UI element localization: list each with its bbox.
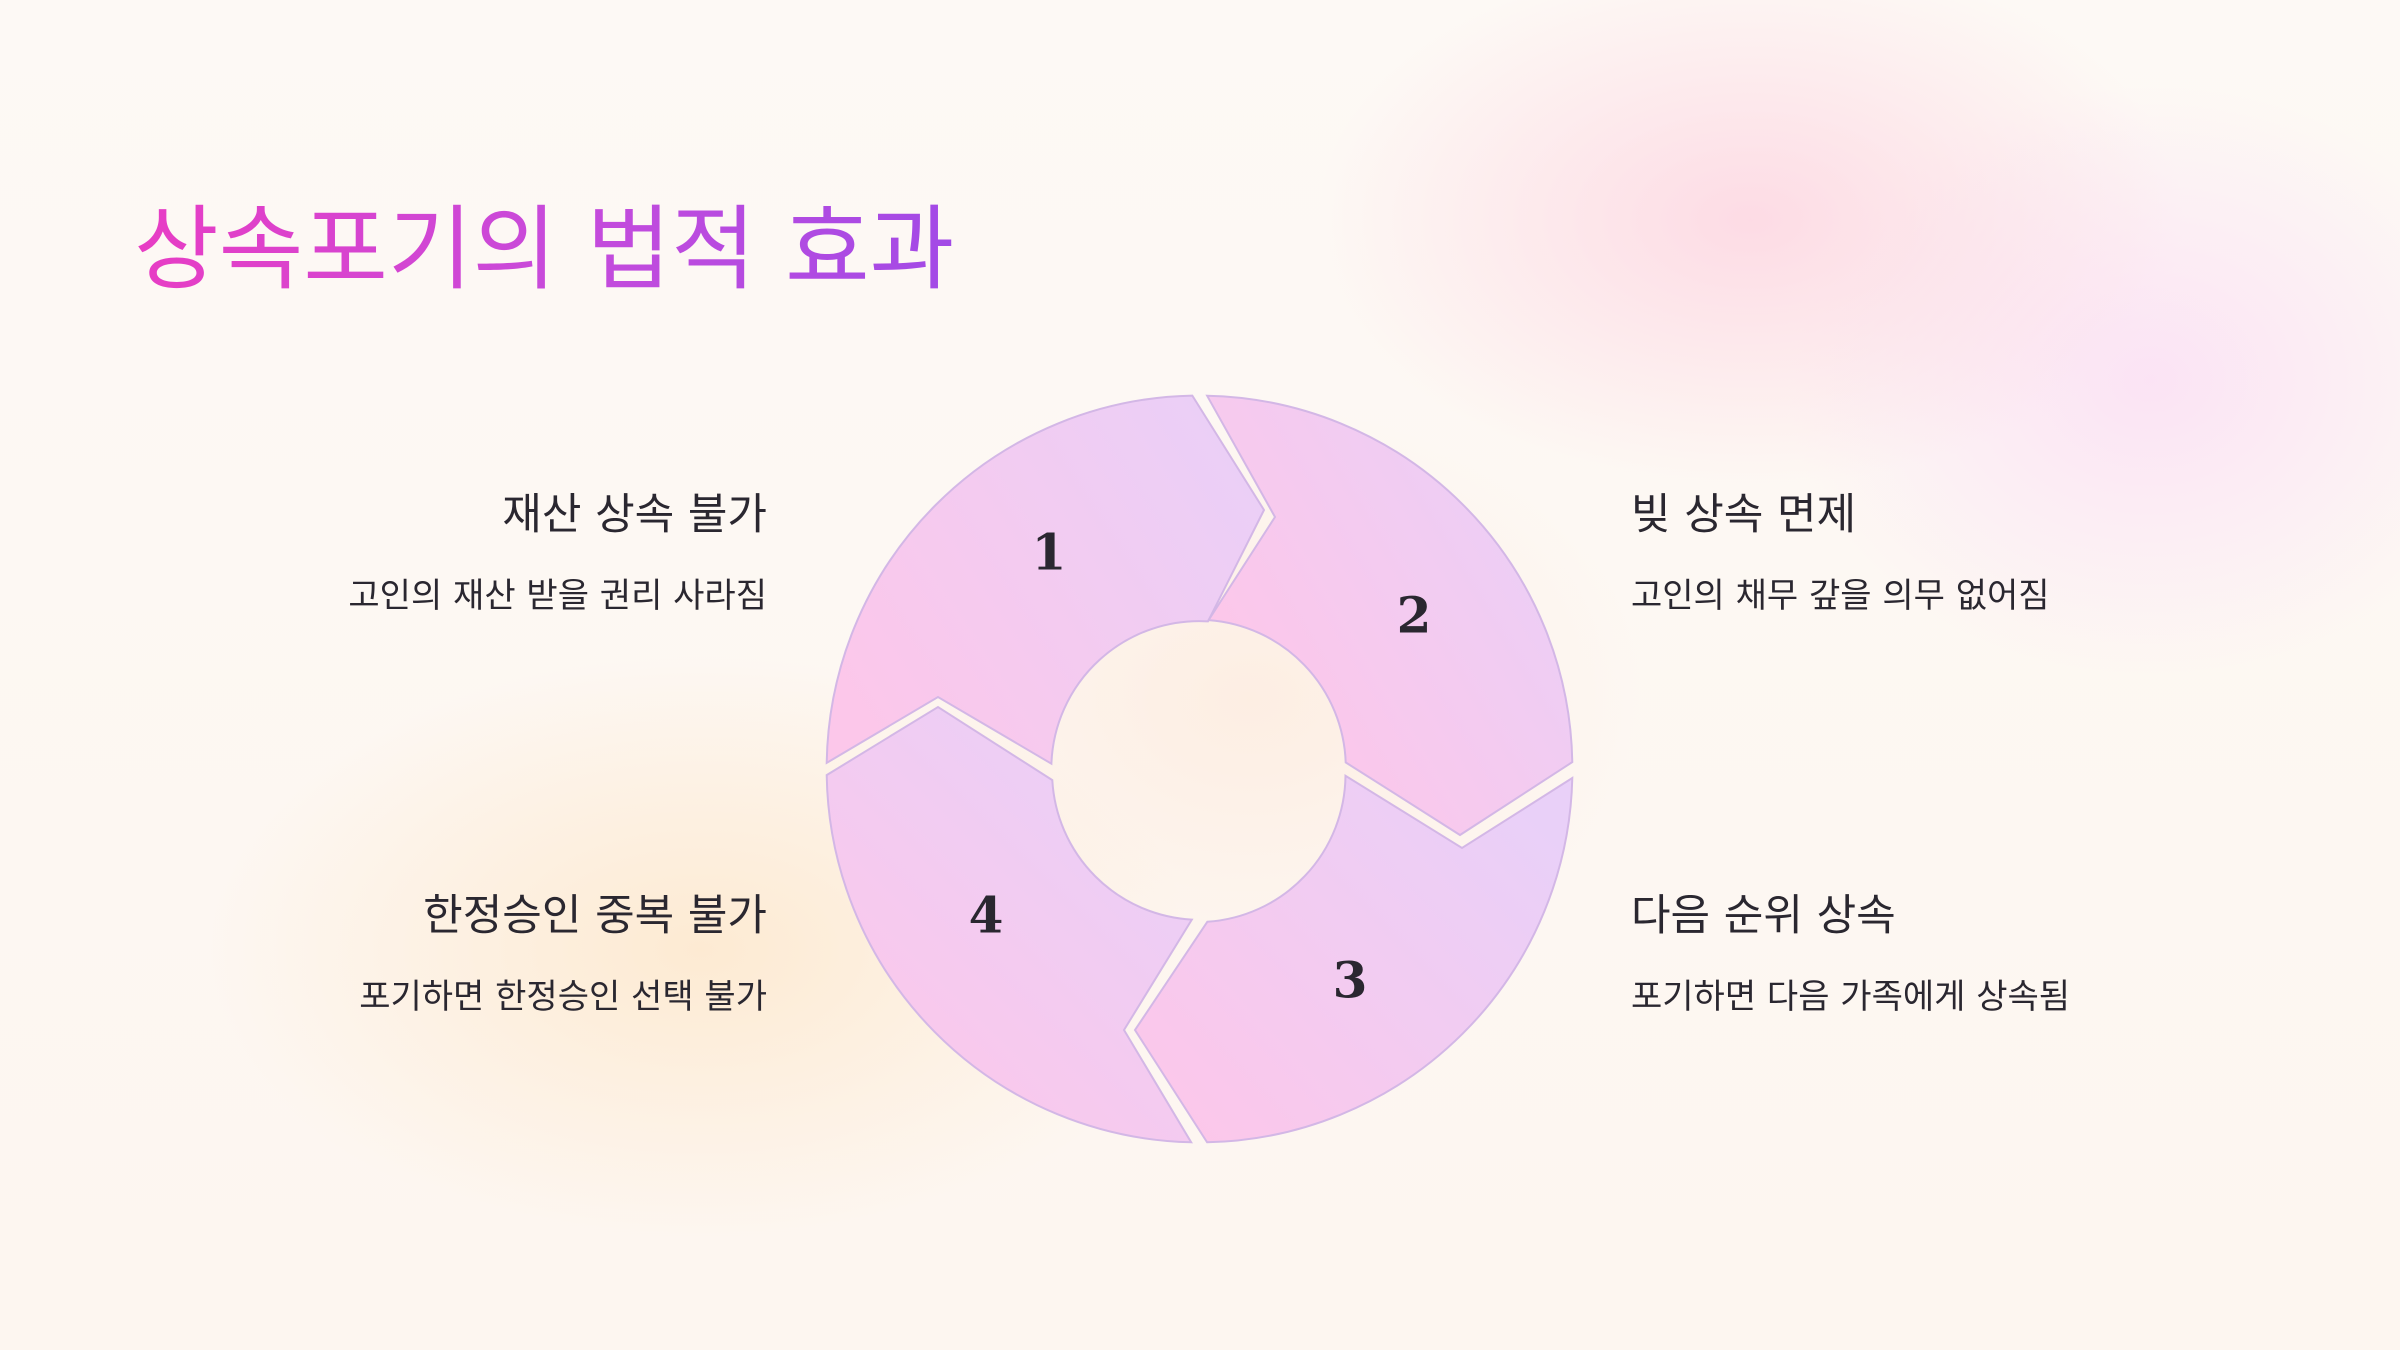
effect-heading-4: 한정승인 중복 불가	[423, 891, 767, 941]
cycle-number-2: 2	[1397, 586, 1432, 645]
effect-description-4: 포기하면 한정승인 선택 불가	[359, 976, 767, 1017]
cycle-number-4: 4	[969, 886, 1004, 945]
effect-heading-3: 다음 순위 상속	[1631, 891, 1896, 941]
page-title: 상속포기의 법적 효과	[134, 195, 954, 305]
effect-description-2: 고인의 채무 갚을 의무 없어짐	[1631, 575, 2050, 616]
cycle-segment-1	[825, 394, 1266, 766]
effect-description-3: 포기하면 다음 가족에게 상속됨	[1631, 976, 2071, 1017]
effect-item-3: 다음 순위 상속 포기하면 다음 가족에게 상속됨	[1631, 891, 2070, 1019]
cycle-number-1: 1	[1032, 523, 1067, 582]
effect-description-1: 고인의 재산 받을 권리 사라짐	[348, 575, 767, 616]
cycle-segment-2	[1205, 394, 1574, 837]
effect-item-1: 재산 상속 불가 고인의 재산 받을 권리 사라짐	[348, 490, 767, 618]
cycle-segment-4	[825, 705, 1194, 1144]
cycle-segment-3	[1133, 774, 1574, 1144]
effect-heading-2: 빚 상속 면제	[1631, 490, 1857, 540]
cycle-number-3: 3	[1333, 951, 1368, 1010]
effect-item-2: 빚 상속 면제 고인의 채무 갚을 의무 없어짐	[1631, 490, 2050, 618]
effect-item-4: 한정승인 중복 불가 포기하면 한정승인 선택 불가	[359, 891, 767, 1019]
effect-heading-1: 재산 상속 불가	[502, 490, 767, 540]
